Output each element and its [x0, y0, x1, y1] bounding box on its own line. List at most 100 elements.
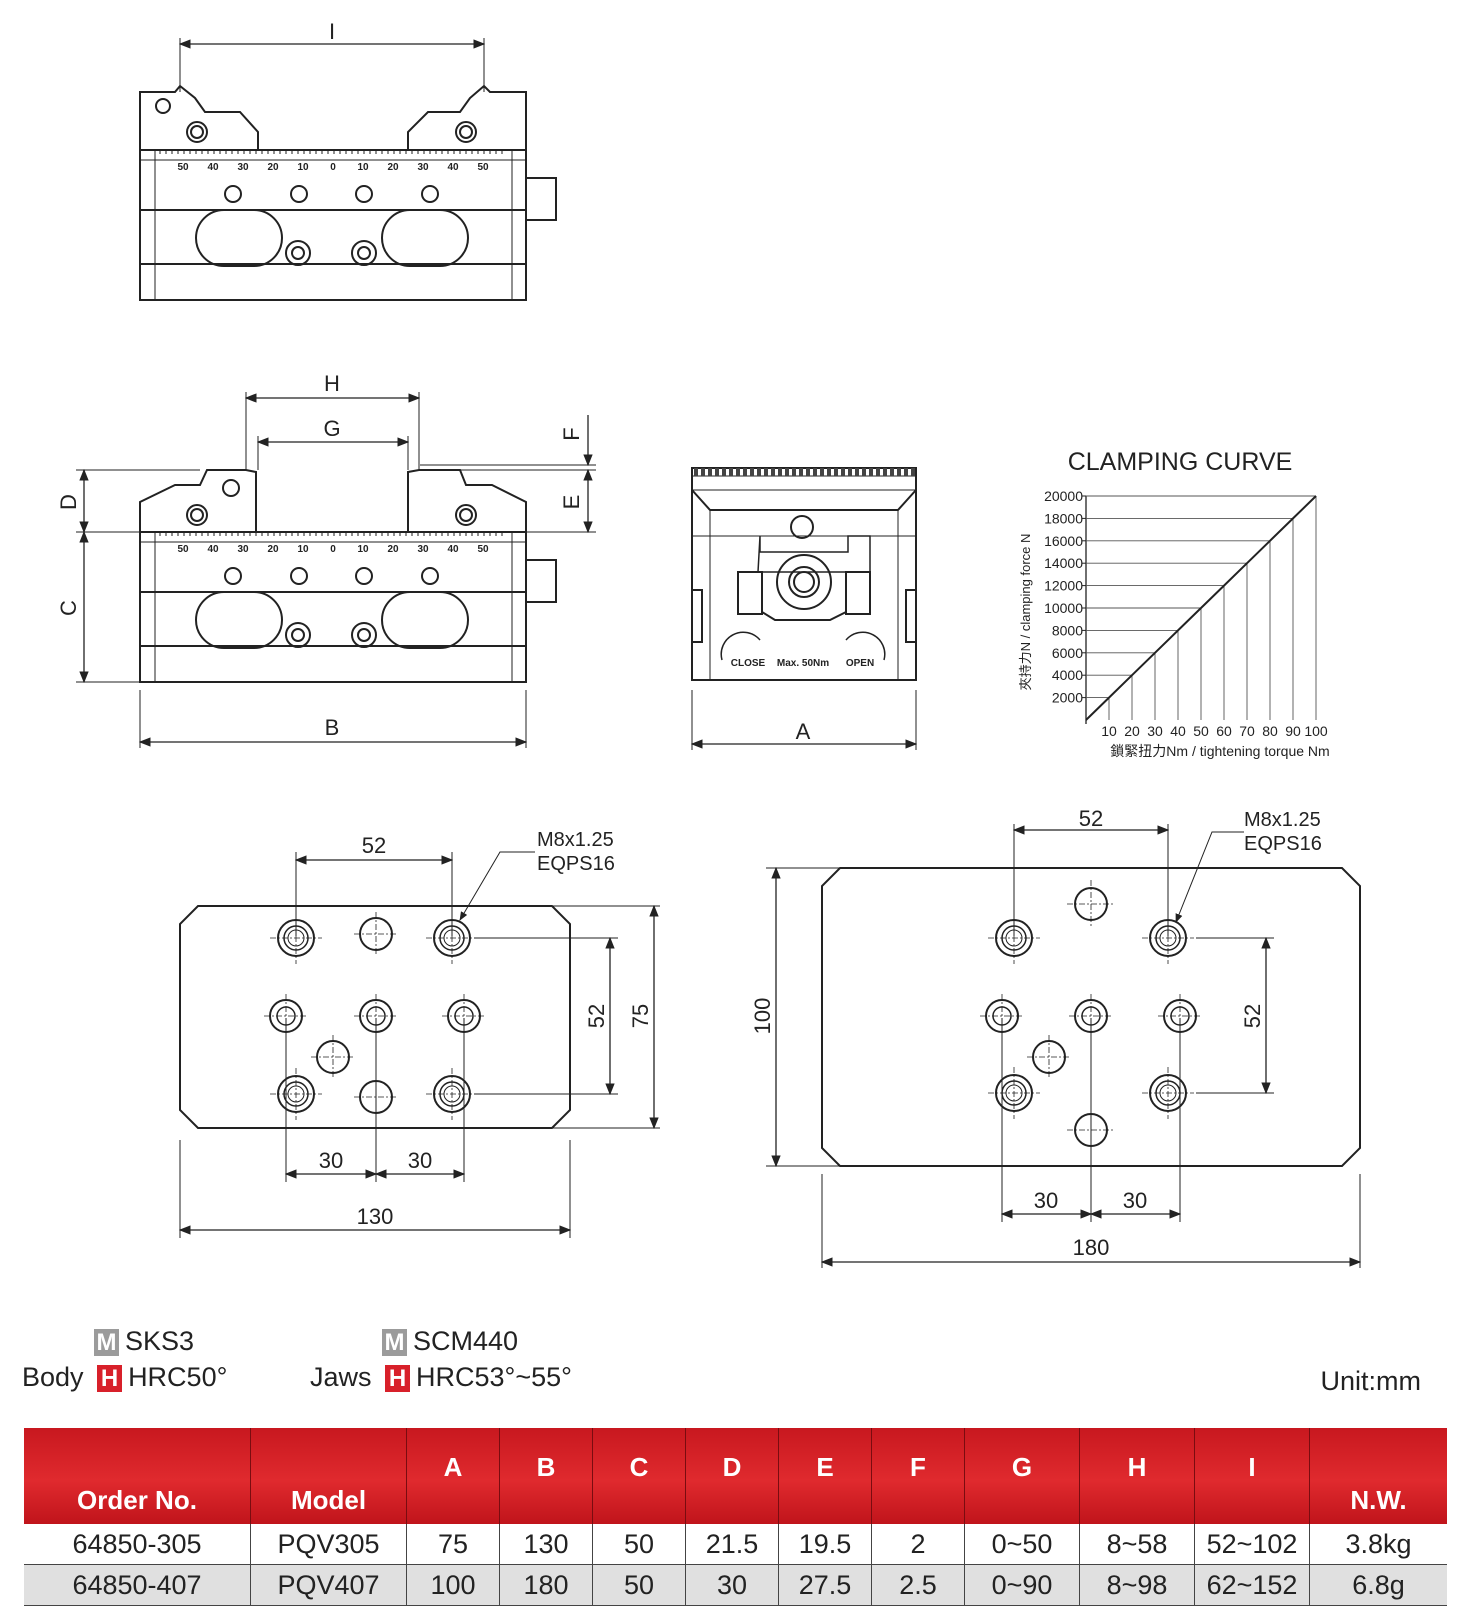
base-plate-small [178, 851, 660, 1238]
large-dim-180: 180 [1073, 1235, 1110, 1260]
serration-tooth [883, 468, 887, 476]
small-dim-130: 130 [357, 1204, 394, 1229]
serration-tooth [841, 468, 845, 476]
chart-y-tick-label: 2000 [1052, 690, 1083, 706]
dimension-C-label: C [56, 600, 81, 616]
small-dim-52-side: 52 [584, 1004, 609, 1028]
serration-tooth [813, 468, 817, 476]
chart-x-tick-label: 30 [1147, 723, 1163, 739]
cell: 30 [685, 1564, 779, 1606]
close-label: CLOSE [731, 658, 766, 669]
large-eqps-label: EQPS16 [1244, 833, 1322, 855]
chart-y-tick-label: 8000 [1052, 622, 1083, 638]
serration-tooth [869, 468, 873, 476]
chart-x-tick-label: 10 [1101, 723, 1117, 739]
cell: 50 [592, 1524, 686, 1565]
header-D: D [685, 1428, 779, 1524]
chart-y-tick-label: 14000 [1044, 555, 1083, 571]
serration-tooth [785, 468, 789, 476]
material-badge: M [382, 1329, 407, 1357]
scale-tick-label: 50 [177, 162, 189, 173]
cell: 8~58 [1079, 1524, 1195, 1565]
scale-tick-label: 50 [177, 544, 189, 555]
cell: 64850-305 [24, 1524, 251, 1565]
dimension-E-label: E [559, 495, 584, 510]
cell: 0~50 [964, 1524, 1080, 1565]
chart-y-axis-label: 夾持力N / clamping force N [1018, 534, 1033, 691]
dimension-H-label: H [324, 371, 340, 396]
table-row: 64850-305 PQV305 75 130 50 21.5 19.5 2 0… [24, 1524, 1447, 1565]
serration-tooth [806, 468, 810, 476]
serration-tooth [708, 468, 712, 476]
jaw-serration [694, 468, 915, 476]
cell: 180 [499, 1564, 593, 1606]
small-eqps-label: EQPS16 [537, 853, 615, 875]
material-badge: M [94, 1329, 119, 1357]
large-dim-100: 100 [750, 998, 775, 1035]
large-dim-52-top: 52 [1079, 806, 1103, 831]
clamping-curve-chart: CLAMPING CURVE 夾持力N / clamping force N 鎖… [1018, 448, 1330, 759]
table-header-row: Order No. Model A B C D E F G H I N.W. [24, 1428, 1447, 1524]
base-plate-large [766, 824, 1362, 1268]
serration-tooth [904, 468, 908, 476]
chart-x-tick-label: 70 [1239, 723, 1255, 739]
cell: PQV407 [250, 1564, 407, 1606]
scale-tick-label: 0 [330, 544, 336, 555]
serration-tooth [876, 468, 880, 476]
chart-y-tick-label: 10000 [1044, 600, 1083, 616]
cell: 2.5 [871, 1564, 965, 1606]
serration-tooth [897, 468, 901, 476]
serration-tooth [750, 468, 754, 476]
serration-tooth [701, 468, 705, 476]
chart-title: CLAMPING CURVE [1068, 448, 1293, 476]
hardness-badge: H [385, 1365, 411, 1393]
cell: 100 [406, 1564, 500, 1606]
jaws-material: SCM440 [413, 1326, 519, 1356]
chart-series-line [1085, 495, 1317, 721]
cell: 8~98 [1079, 1564, 1195, 1606]
chart-y-tick-label: 6000 [1052, 645, 1083, 661]
scale-tick-label: 50 [477, 544, 489, 555]
serration-tooth [890, 468, 894, 476]
scale-tick-label: 20 [267, 162, 279, 173]
open-label: OPEN [846, 658, 874, 669]
scale-tick-label: 30 [417, 544, 429, 555]
base-large-holes [980, 880, 1202, 1154]
serration-tooth [792, 468, 796, 476]
serration-tooth [911, 468, 915, 476]
chart-y-tick-label: 4000 [1052, 667, 1083, 683]
scale-tick-label: 40 [447, 544, 459, 555]
scale-tick-label: 50 [477, 162, 489, 173]
chart-x-tick-label: 40 [1170, 723, 1186, 739]
chart-x-axis-label: 鎖緊扭力Nm / tightening torque Nm [1110, 743, 1329, 759]
cell: 19.5 [778, 1524, 872, 1565]
table-row: 64850-407 PQV407 100 180 50 30 27.5 2.5 … [24, 1564, 1447, 1606]
serration-tooth [743, 468, 747, 476]
cell: 75 [406, 1524, 500, 1565]
serration-tooth [855, 468, 859, 476]
header-H: H [1079, 1428, 1195, 1524]
dimension-I-label: I [329, 19, 335, 44]
cell: 130 [499, 1524, 593, 1565]
jaws-label: Jaws [310, 1362, 372, 1392]
cell: PQV305 [250, 1524, 407, 1565]
scale-tick-label: 30 [237, 162, 249, 173]
scale-tick-label: 30 [237, 544, 249, 555]
serration-tooth [820, 468, 824, 476]
chart-x-tick-label: 60 [1216, 723, 1232, 739]
cell: 6.8g [1309, 1564, 1447, 1606]
cell: 50 [592, 1564, 686, 1606]
cell: 64850-407 [24, 1564, 251, 1606]
base-small-holes [264, 912, 486, 1120]
chart-x-tick-label: 50 [1193, 723, 1209, 739]
header-C: C [592, 1428, 686, 1524]
scale-tick-label: 10 [297, 544, 309, 555]
scale-tick-label: 0 [330, 162, 336, 173]
header-E: E [778, 1428, 872, 1524]
body-label: Body [22, 1362, 84, 1392]
